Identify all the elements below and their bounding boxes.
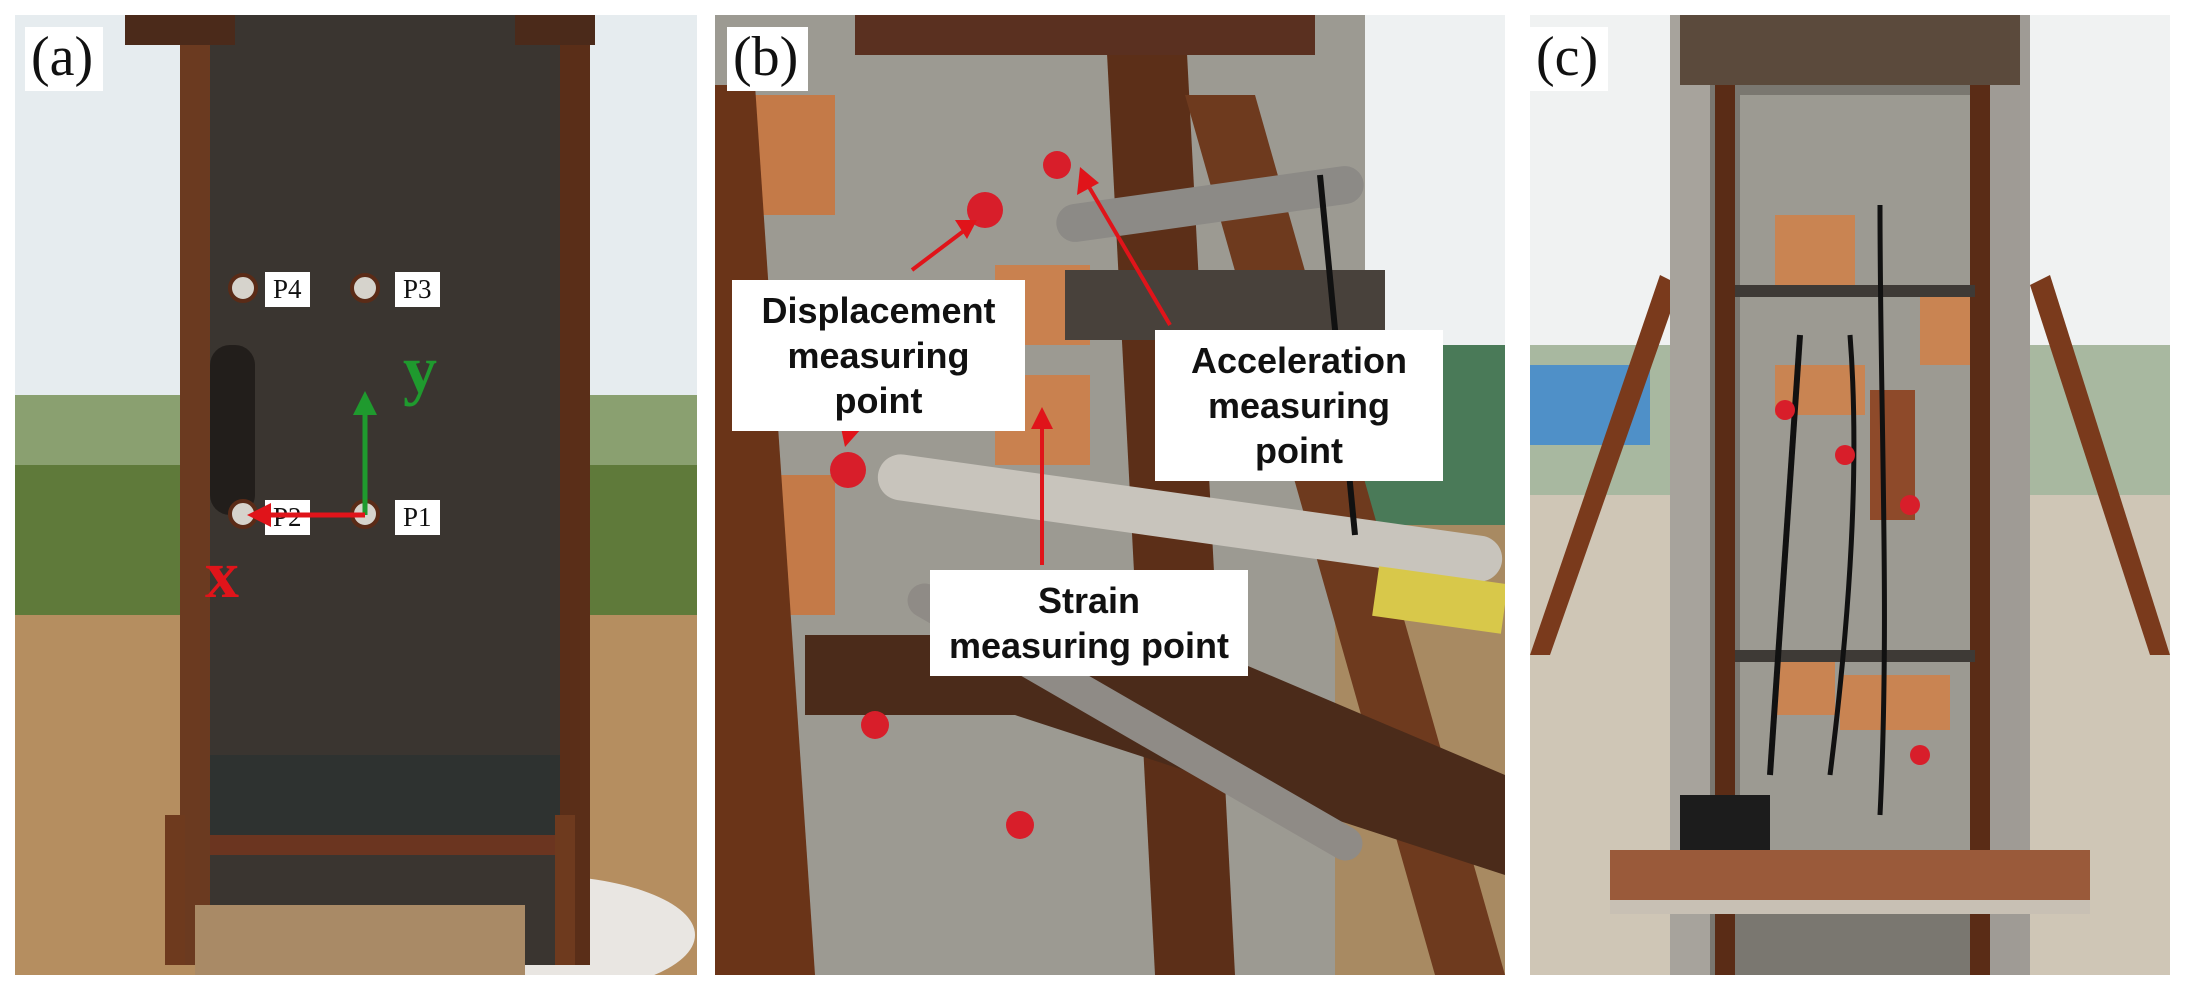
point-label-p3: P3 [395,272,440,307]
axis-label-y: y [403,331,437,407]
panel-c-label: (c) [1530,27,1609,91]
axis-label-x: x [205,536,239,612]
panel-a-label: (a) [25,27,104,91]
panel-c: (c) [1530,15,2170,975]
panel-c-photo [1530,15,2170,975]
bolt-p3 [350,273,380,303]
point-label-p1: P1 [395,500,440,535]
panel-b-label: (b) [727,27,809,91]
panel-a-photo [15,15,697,975]
callout-arrows [840,167,1172,565]
panel-b: (b) Displacement measuring point Acceler… [715,15,1505,975]
point-label-p4: P4 [265,272,310,307]
coordinate-axes [247,391,377,527]
panel-a: (a) P4 P3 P2 P1 y x [15,15,697,975]
bolt-p4 [228,273,258,303]
callout-strain: Strain measuring point [930,570,1248,676]
callout-displacement: Displacement measuring point [732,280,1025,431]
callout-acceleration: Acceleration measuring point [1155,330,1443,481]
